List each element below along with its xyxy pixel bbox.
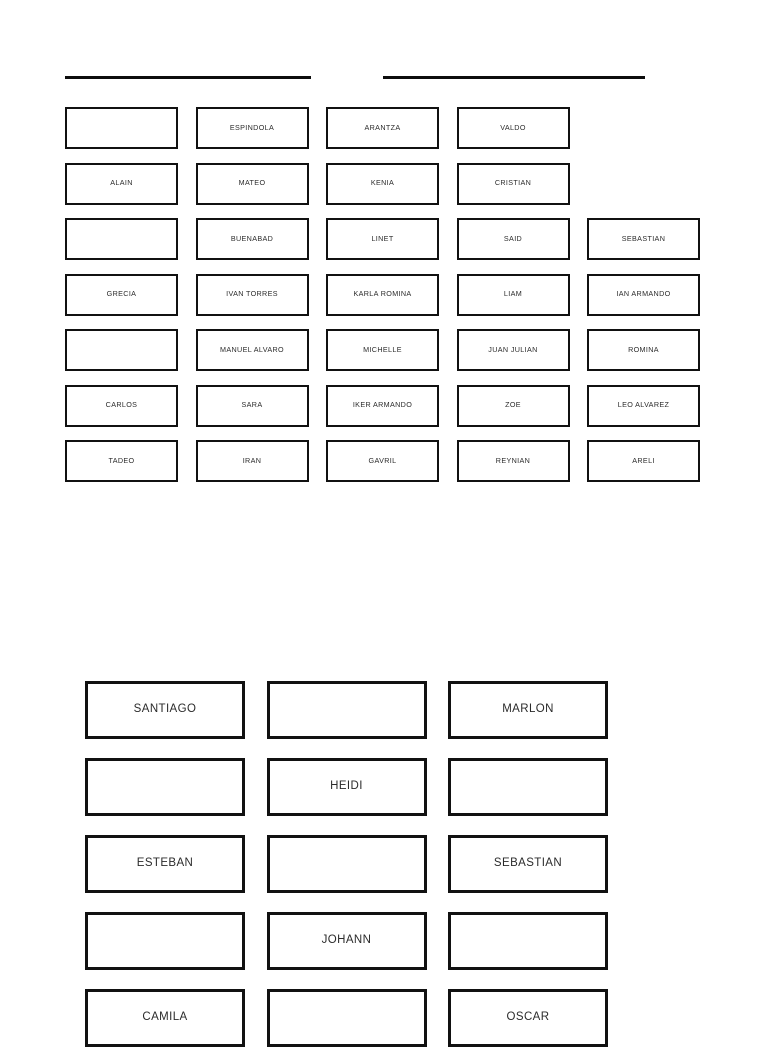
name-card[interactable] — [448, 912, 608, 970]
name-card[interactable]: SARA — [195, 384, 309, 427]
name-card[interactable]: SEBASTIAN — [587, 218, 700, 260]
name-card[interactable] — [266, 989, 427, 1047]
page-canvas: ESPINDOLA ARANTZA VALDO ALAIN MATEO KENIA CRIS… — [65, 76, 700, 1047]
name-card[interactable]: JOHANN — [266, 912, 427, 970]
name-card[interactable]: KARLA ROMINA — [326, 273, 439, 316]
name-card[interactable] — [266, 681, 427, 739]
name-card-label: ARANTZA — [364, 122, 401, 132]
name-card[interactable] — [65, 329, 178, 371]
name-card[interactable]: OSCAR — [448, 989, 608, 1047]
name-card-label: CAMILA — [142, 1011, 188, 1024]
name-card[interactable]: IAN ARMANDO — [587, 273, 700, 316]
name-card-label: GRECIA — [106, 289, 137, 299]
name-card-label: LINET — [371, 233, 394, 243]
name-card[interactable]: ESPINDOLA — [195, 107, 309, 149]
name-card[interactable]: JUAN JULIAN — [456, 329, 570, 371]
name-card-label: ARELI — [632, 455, 655, 465]
name-card-label: IVAN TORRES — [226, 289, 278, 299]
name-card[interactable]: GAVRIL — [326, 440, 439, 482]
name-card[interactable]: SAID — [456, 218, 570, 260]
name-card-label: SARA — [241, 400, 263, 410]
name-card[interactable] — [85, 758, 245, 816]
name-card-label: ESPINDOLA — [229, 122, 275, 132]
name-card-label: SANTIAGO — [133, 703, 197, 716]
name-card[interactable]: CRISTIAN — [456, 162, 570, 205]
name-card[interactable]: GRECIA — [65, 273, 178, 316]
name-card[interactable]: TADEO — [65, 440, 178, 482]
header-rule-right — [383, 76, 645, 79]
name-card-label: MANUEL ALVARO — [220, 344, 284, 354]
name-card-label: GAVRIL — [368, 455, 397, 465]
name-card-label: VALDO — [500, 122, 526, 132]
name-card[interactable] — [65, 107, 178, 149]
name-card[interactable] — [266, 835, 427, 893]
name-card-label: IKER ARMANDO — [352, 400, 413, 410]
name-card[interactable]: MARLON — [448, 681, 608, 739]
name-card[interactable]: BUENABAD — [195, 218, 309, 260]
name-card-label: JUAN JULIAN — [488, 344, 538, 354]
name-card-label: KENIA — [370, 178, 395, 188]
name-card-label: ALAIN — [110, 178, 133, 188]
name-card[interactable]: IRAN — [195, 440, 309, 482]
name-card-label: REYNIAN — [495, 455, 531, 465]
name-card[interactable]: IVAN TORRES — [195, 273, 309, 316]
name-card[interactable]: MICHELLE — [326, 329, 439, 371]
name-card[interactable]: REYNIAN — [456, 440, 570, 482]
name-card[interactable] — [85, 912, 245, 970]
name-card-label: OSCAR — [506, 1011, 550, 1024]
name-card-label: ROMINA — [628, 344, 659, 354]
name-card[interactable]: ALAIN — [65, 162, 178, 205]
name-card[interactable]: SANTIAGO — [85, 681, 245, 739]
name-card[interactable]: IKER ARMANDO — [326, 384, 439, 427]
name-card-label: TADEO — [108, 455, 135, 465]
name-card[interactable] — [448, 758, 608, 816]
name-card[interactable]: ZOE — [456, 384, 570, 427]
name-card-label: BUENABAD — [230, 233, 274, 243]
name-card[interactable] — [65, 218, 178, 260]
name-card-label: CARLOS — [105, 400, 138, 410]
name-card-label: SEBASTIAN — [621, 233, 666, 243]
name-card[interactable]: ARANTZA — [326, 107, 439, 149]
name-card[interactable]: LEO ALVAREZ — [587, 384, 700, 427]
name-card-label: SEBASTIAN — [493, 857, 563, 870]
name-card[interactable]: CAMILA — [85, 989, 245, 1047]
name-card-label: LIAM — [503, 289, 523, 299]
name-card-label: JOHANN — [321, 934, 372, 947]
name-card-label: MICHELLE — [363, 344, 402, 354]
name-card-label: CRISTIAN — [494, 178, 532, 188]
header-rule-left — [65, 76, 311, 79]
name-card[interactable]: MANUEL ALVARO — [195, 329, 309, 371]
name-card-label: KARLA ROMINA — [353, 289, 412, 299]
name-card[interactable]: KENIA — [326, 162, 439, 205]
name-card-label: IAN ARMANDO — [616, 289, 671, 299]
name-card-label: SAID — [503, 233, 523, 243]
name-card[interactable]: HEIDI — [266, 758, 427, 816]
name-card-label: LEO ALVAREZ — [617, 400, 670, 410]
name-card[interactable]: LIAM — [456, 273, 570, 316]
name-card-label: HEIDI — [330, 780, 363, 793]
name-card[interactable]: ROMINA — [587, 329, 700, 371]
name-card[interactable]: SEBASTIAN — [448, 835, 608, 893]
name-card[interactable]: VALDO — [456, 107, 570, 149]
name-card-label: ESTEBAN — [136, 857, 194, 870]
name-card-label: MARLON — [502, 703, 554, 716]
name-card-label: ZOE — [505, 400, 521, 410]
name-card[interactable]: MATEO — [195, 162, 309, 205]
name-card[interactable]: ESTEBAN — [85, 835, 245, 893]
name-card[interactable]: LINET — [326, 218, 439, 260]
name-card-label: MATEO — [238, 178, 266, 188]
name-card-label: IRAN — [242, 455, 262, 465]
name-card[interactable]: ARELI — [587, 440, 700, 482]
name-card[interactable]: CARLOS — [65, 384, 178, 427]
